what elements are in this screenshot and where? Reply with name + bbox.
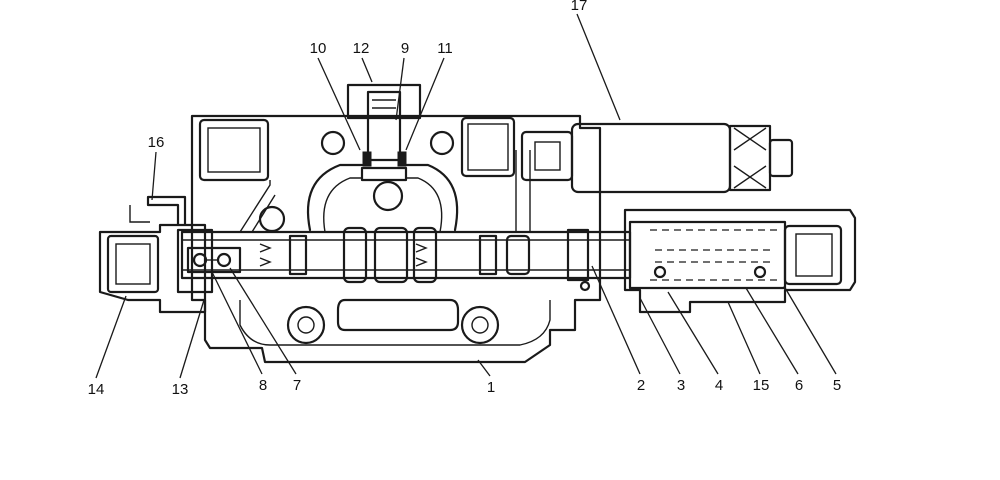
top-ports <box>198 116 516 233</box>
leader-lines <box>95 13 837 379</box>
callout-14: 14 <box>88 381 105 398</box>
callout-9: 9 <box>401 40 409 57</box>
callout-1: 1 <box>487 379 495 396</box>
callout-2: 2 <box>637 377 645 394</box>
callout-15: 15 <box>753 377 770 394</box>
left-fitting <box>98 195 207 314</box>
callout-3: 3 <box>677 377 685 394</box>
callout-5: 5 <box>833 377 841 394</box>
spring-housing <box>579 208 857 314</box>
callout-7: 7 <box>293 377 301 394</box>
callout-12: 12 <box>353 40 370 57</box>
callout-16: 16 <box>148 134 165 151</box>
callout-17: 17 <box>571 0 588 14</box>
internal-passages <box>239 150 531 233</box>
callout-labels: 17 16 10 12 9 11 14 13 8 7 1 2 3 4 15 6 … <box>88 0 842 398</box>
callout-11: 11 <box>437 40 453 57</box>
callout-13: 13 <box>172 381 189 398</box>
solenoid <box>520 122 794 194</box>
left-end-cap <box>176 228 242 294</box>
callout-8: 8 <box>259 377 267 394</box>
valve-body <box>190 114 602 364</box>
callout-10: 10 <box>310 40 327 57</box>
callout-4: 4 <box>715 377 723 394</box>
callout-6: 6 <box>795 377 803 394</box>
relief-cap <box>346 83 422 182</box>
spool <box>180 226 632 284</box>
